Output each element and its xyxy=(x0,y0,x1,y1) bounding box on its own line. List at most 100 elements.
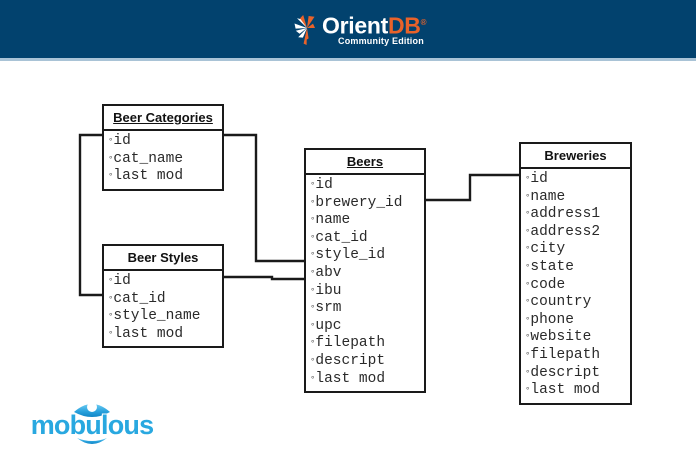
field-bullet-icon: ° xyxy=(310,268,316,279)
er-diagram: Beer Categories °id °cat_name °last mod … xyxy=(0,58,696,464)
field-row: °website xyxy=(525,329,630,347)
field-bullet-icon: ° xyxy=(108,294,114,305)
header-divider xyxy=(0,58,696,61)
orientdb-trademark: ® xyxy=(420,18,427,27)
entity-beer-styles[interactable]: Beer Styles °id °cat_id °style_name °las… xyxy=(102,244,224,349)
field-label: filepath xyxy=(315,335,386,352)
field-row: °descript xyxy=(525,365,630,383)
field-label: style_name xyxy=(113,308,201,325)
field-row: °upc xyxy=(310,318,424,336)
entity-fields: °id °name °address1 °address2 °city °sta… xyxy=(521,169,630,403)
entity-title: Beers xyxy=(306,150,424,175)
field-row: °filepath xyxy=(525,347,630,365)
field-label: descript xyxy=(315,352,386,369)
field-row: °phone xyxy=(525,312,630,330)
orientdb-word-primary: Orient xyxy=(322,12,388,39)
relationship-connectors xyxy=(78,133,519,297)
field-row: °id xyxy=(108,273,222,291)
field-row: °id xyxy=(108,133,222,151)
entity-title: Beer Categories xyxy=(104,106,222,131)
field-bullet-icon: ° xyxy=(108,137,114,147)
field-label: abv xyxy=(315,264,342,281)
mobulous-logo: mobulous xyxy=(22,400,162,448)
field-row: °country xyxy=(525,294,630,312)
field-label: country xyxy=(530,294,592,311)
field-bullet-icon: ° xyxy=(525,333,531,344)
field-bullet-icon: ° xyxy=(525,298,531,309)
entity-title: Beer Styles xyxy=(104,246,222,271)
field-bullet-icon: ° xyxy=(525,315,531,326)
field-label: filepath xyxy=(530,346,601,363)
field-bullet-icon: ° xyxy=(108,172,114,183)
field-bullet-icon: ° xyxy=(310,181,316,191)
field-row: °style_name xyxy=(108,308,222,326)
mobulous-eye-icon xyxy=(74,402,110,444)
orientdb-sun-icon xyxy=(294,15,315,45)
field-bullet-icon: ° xyxy=(310,286,316,297)
field-label: cat_id xyxy=(113,290,166,307)
entity-title: Breweries xyxy=(521,144,630,169)
entity-breweries[interactable]: Breweries °id °name °address1 °address2 … xyxy=(519,142,632,405)
field-bullet-icon: ° xyxy=(310,339,316,350)
field-label: state xyxy=(530,258,574,275)
field-bullet-icon: ° xyxy=(108,154,114,165)
orientdb-logo: OrientDB® Community Edition xyxy=(291,10,426,50)
field-row: °last mod xyxy=(310,371,424,389)
field-bullet-icon: ° xyxy=(310,374,316,385)
field-bullet-icon: ° xyxy=(108,312,114,323)
field-row: °cat_id xyxy=(108,291,222,309)
field-bullet-icon: ° xyxy=(310,198,316,209)
field-label: address1 xyxy=(530,206,601,223)
field-bullet-icon: ° xyxy=(525,280,531,291)
field-label: name xyxy=(530,188,566,205)
connector-categories-to-beers xyxy=(224,133,304,263)
field-bullet-icon: ° xyxy=(525,192,531,203)
field-row: °abv xyxy=(310,265,424,283)
entity-beer-categories[interactable]: Beer Categories °id °cat_name °last mod xyxy=(102,104,224,191)
field-label: city xyxy=(530,241,566,258)
field-row: °ibu xyxy=(310,283,424,301)
entity-beers[interactable]: Beers °id °brewery_id °name °cat_id °sty… xyxy=(304,148,426,394)
field-row: °code xyxy=(525,277,630,295)
field-label: code xyxy=(530,276,566,293)
field-row: °descript xyxy=(310,353,424,371)
entity-fields: °id °brewery_id °name °cat_id °style_id … xyxy=(306,175,424,391)
field-label: last mod xyxy=(315,370,386,387)
field-row: °address2 xyxy=(525,224,630,242)
field-row: °srm xyxy=(310,300,424,318)
field-bullet-icon: ° xyxy=(108,329,114,340)
field-row: °name xyxy=(525,189,630,207)
field-label: brewery_id xyxy=(315,194,403,211)
field-label: style_id xyxy=(315,247,386,264)
field-label: cat_id xyxy=(315,229,368,246)
field-bullet-icon: ° xyxy=(525,368,531,379)
field-row: °cat_id xyxy=(310,230,424,248)
field-row: °last mod xyxy=(108,168,222,186)
field-bullet-icon: ° xyxy=(310,216,316,227)
field-label: id xyxy=(315,177,333,193)
connector-beers-to-breweries xyxy=(426,173,519,202)
field-bullet-icon: ° xyxy=(525,210,531,221)
orientdb-tagline: Community Edition xyxy=(338,36,424,46)
entity-fields: °id °cat_id °style_name °last mod xyxy=(104,271,222,346)
entity-fields: °id °cat_name °last mod xyxy=(104,131,222,189)
field-label: website xyxy=(530,329,592,346)
field-row: °last mod xyxy=(108,326,222,344)
field-label: srm xyxy=(315,300,342,317)
field-bullet-icon: ° xyxy=(310,233,316,244)
field-label: id xyxy=(113,273,131,289)
field-label: name xyxy=(315,212,351,229)
field-row: °id xyxy=(525,171,630,189)
orientdb-wordmark: OrientDB® xyxy=(322,10,427,39)
field-bullet-icon: ° xyxy=(525,386,531,397)
field-bullet-icon: ° xyxy=(310,251,316,262)
field-row: °name xyxy=(310,212,424,230)
orientdb-word-accent: DB xyxy=(387,12,421,39)
field-bullet-icon: ° xyxy=(310,321,316,332)
field-bullet-icon: ° xyxy=(108,277,114,287)
field-row: °style_id xyxy=(310,247,424,265)
field-row: °cat_name xyxy=(108,151,222,169)
field-row: °brewery_id xyxy=(310,195,424,213)
header-band xyxy=(0,0,696,58)
field-label: phone xyxy=(530,311,574,328)
